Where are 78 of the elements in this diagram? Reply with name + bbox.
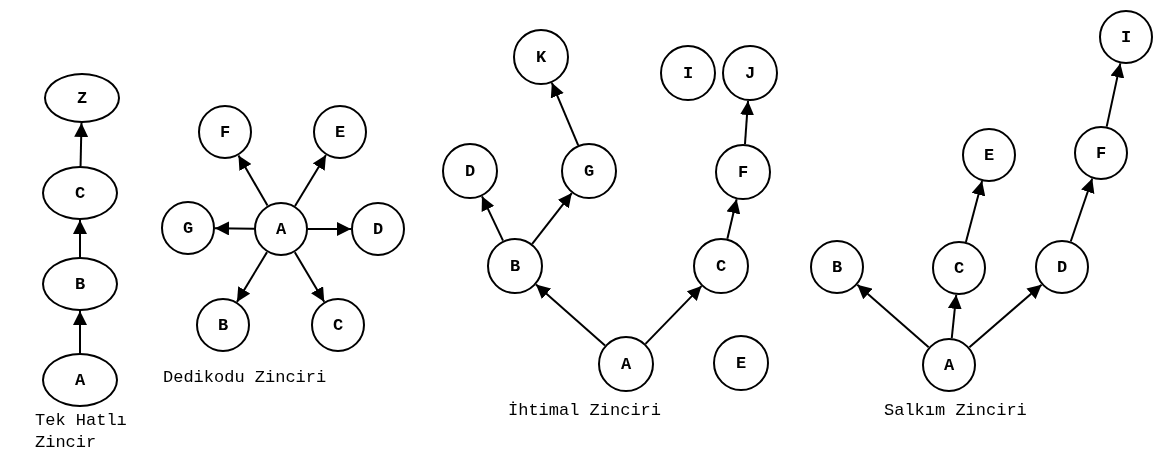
node-label: F [737,162,749,182]
circle-node [1074,126,1128,180]
circle-node [932,241,986,295]
node-label: A [620,354,632,374]
arrow [550,81,580,147]
circle-node [198,105,252,159]
circle-node [962,128,1016,182]
node-label: Z [76,88,88,108]
circle-node [351,202,405,256]
node-label: C [715,256,727,276]
node-label: D [1056,257,1068,277]
arrow [964,180,986,243]
arrow [726,198,741,240]
node-label: A [275,219,287,239]
node-label: I [1120,27,1132,47]
chain-caption: Salkım Zinciri [884,400,1028,422]
circle-node [254,202,308,256]
node-label: A [74,370,86,390]
chain-caption: Dedikodu Zinciri [163,367,328,389]
arrow [535,283,606,347]
circle-node [722,45,778,101]
node-label: A [943,355,955,375]
arrow [740,99,754,146]
chain-caption: İhtimal Zinciri [508,400,663,422]
circle-node [660,45,716,101]
circle-node [922,338,976,392]
circle-node [561,143,617,199]
node-label: E [735,353,747,373]
arrow [294,154,327,207]
circle-node [810,240,864,294]
node-label: G [583,161,595,181]
arrow [644,285,703,345]
node-label: I [682,63,694,83]
node-label: C [953,258,965,278]
node-label: B [74,274,86,294]
circle-node [713,335,769,391]
circle-node [513,29,569,85]
circle-node [598,336,654,392]
arrow [1105,62,1125,128]
arrow [481,195,504,242]
arrow [968,283,1043,349]
arrow [293,251,326,303]
circle-node [311,298,365,352]
node-label: B [509,256,521,276]
node-label: B [217,315,229,335]
node-label: C [74,183,86,203]
circle-node [487,238,543,294]
arrow [235,251,269,303]
arrow [73,310,87,354]
circle-node [1099,10,1153,64]
circle-node [715,144,771,200]
node-label: E [983,145,995,165]
circle-node [442,143,498,199]
node-label: G [182,218,194,238]
circle-node [161,201,215,255]
node-label: D [372,219,384,239]
chain-caption: Tek Hatlı Zincir [35,410,128,454]
arrow [307,222,352,236]
node-label: K [535,47,547,67]
circle-node [313,105,367,159]
arrow [74,122,89,167]
arrow [531,192,573,245]
arrow [214,221,255,236]
arrow [237,154,269,207]
node-label: J [744,63,756,83]
arrow [856,283,930,349]
node-label: F [219,122,231,142]
circle-node [693,238,749,294]
arrow [73,219,87,258]
node-label: D [464,161,476,181]
node-label: B [831,257,843,277]
circle-node [1035,240,1089,294]
circle-node [196,298,250,352]
arrow [1069,177,1095,243]
node-label: E [334,122,346,142]
node-label: C [332,315,344,335]
node-label: F [1095,143,1107,163]
arrow [947,293,962,340]
